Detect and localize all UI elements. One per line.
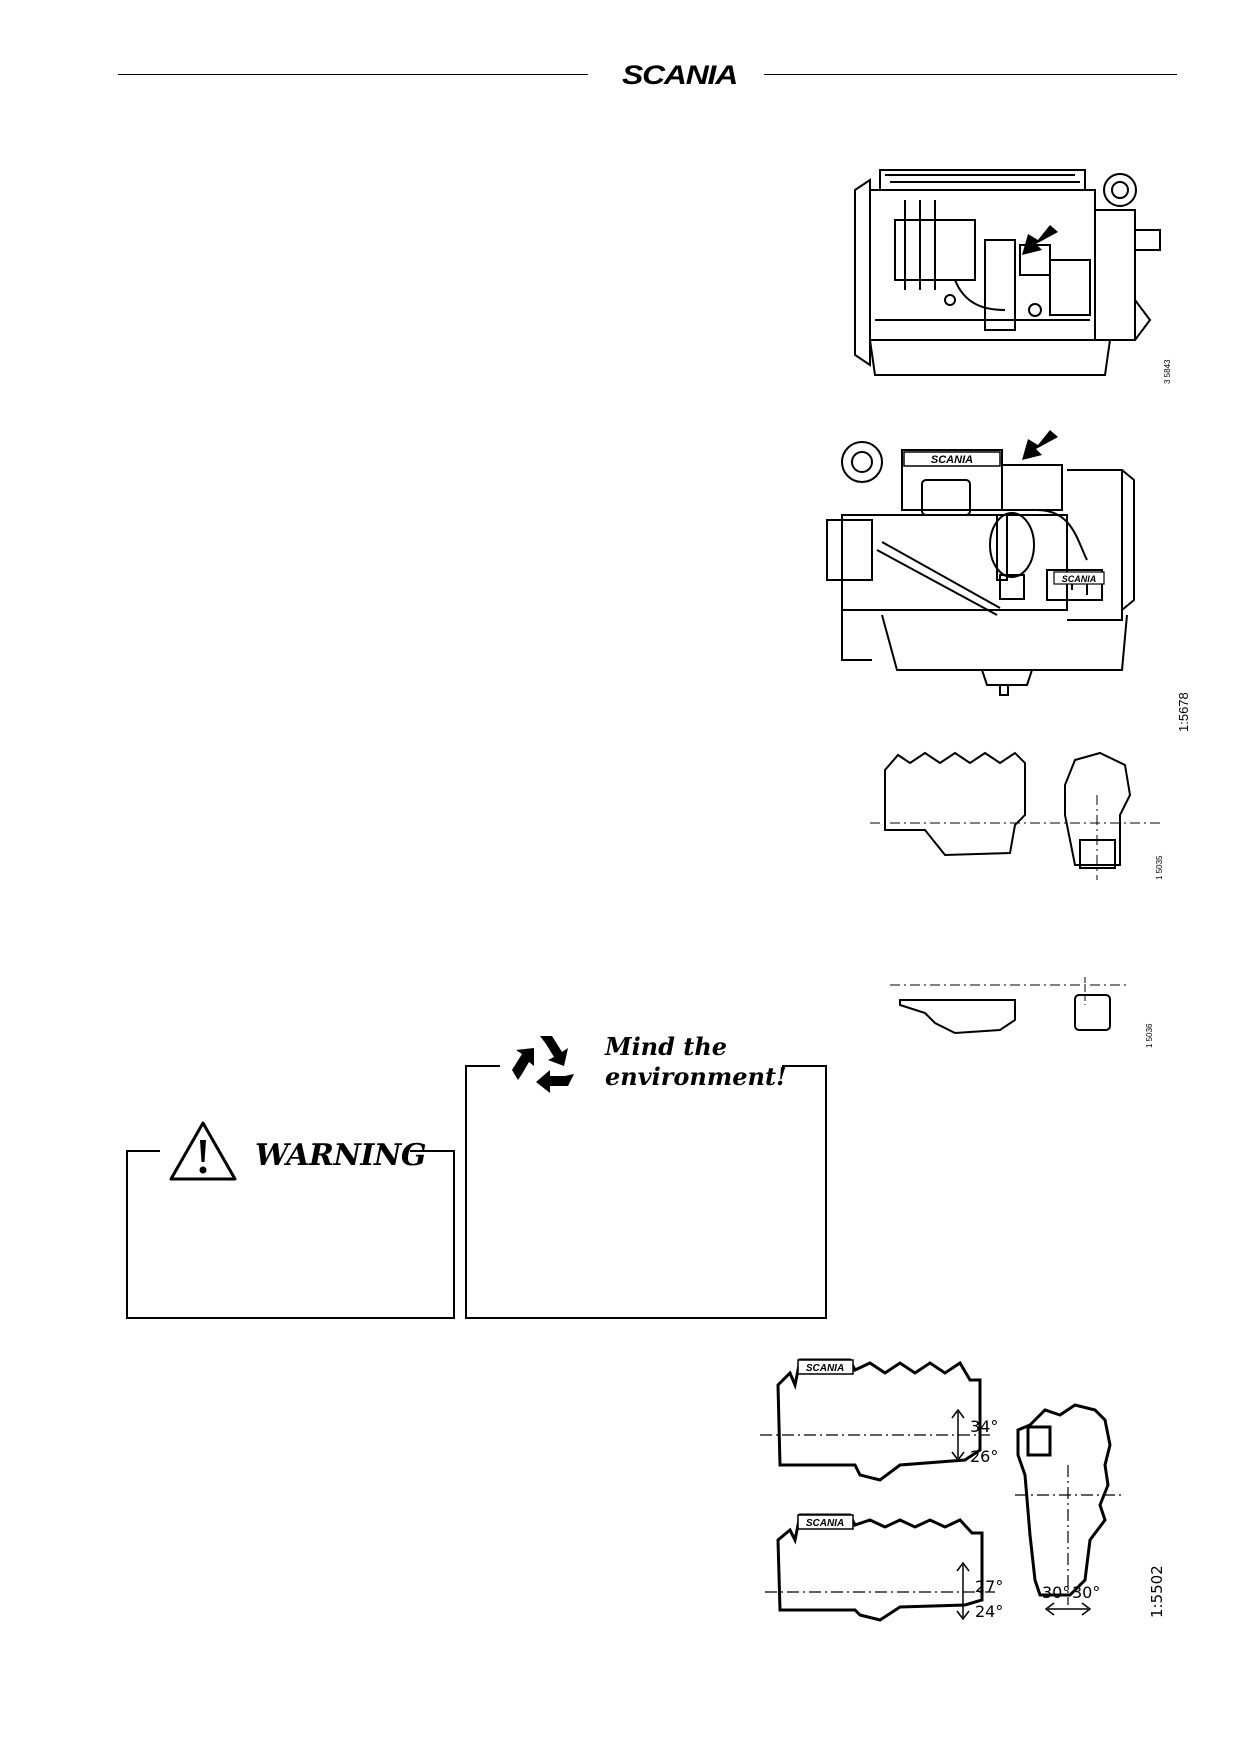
engine-cover-badge: SCANIA	[931, 454, 973, 466]
warning-triangle-icon	[168, 1120, 238, 1182]
warning-title: WARNING	[255, 1138, 426, 1173]
engine-part-badge: SCANIA	[1062, 574, 1097, 584]
header-rule-right	[764, 74, 1177, 75]
header-rule-left	[118, 74, 588, 75]
environment-title-line1: Mind the	[605, 1032, 728, 1061]
environment-title-line2: environment!	[605, 1062, 787, 1091]
environment-box-title-gap	[500, 1062, 782, 1068]
figure-code-4: 1 5036	[1145, 1023, 1154, 1048]
engine-side-view-1	[835, 150, 1165, 380]
engine-side-view-2: SCANIA SCANIA	[822, 430, 1152, 700]
figure-code-2: 1:5678	[1176, 692, 1191, 732]
engine-outline-pair-2	[885, 975, 1145, 1050]
engine-outline-pair-1	[870, 745, 1160, 880]
recycle-icon	[510, 1030, 582, 1102]
angle-label-3: 27°	[975, 1577, 1004, 1596]
figure-code-1: 3 5843	[1163, 359, 1172, 384]
environment-box	[465, 1065, 827, 1319]
angle-label-2: 26°	[970, 1447, 999, 1466]
angle-diagram-badge-lower: SCANIA	[806, 1518, 844, 1529]
angle-label-1: 34°	[970, 1417, 999, 1436]
warning-box-title-gap	[160, 1147, 410, 1153]
scania-logo: SCANIA	[622, 60, 738, 90]
engine-inclination-diagram: SCANIA SCANIA	[760, 1355, 1130, 1640]
angle-label-6: 30°	[1072, 1583, 1101, 1602]
angle-diagram-badge: SCANIA	[806, 1363, 844, 1374]
figure-code-3: 1 5035	[1155, 855, 1164, 880]
figure-code-5: 1:5502	[1148, 1565, 1166, 1618]
angle-label-5: 30°	[1042, 1583, 1071, 1602]
angle-label-4: 24°	[975, 1602, 1004, 1621]
